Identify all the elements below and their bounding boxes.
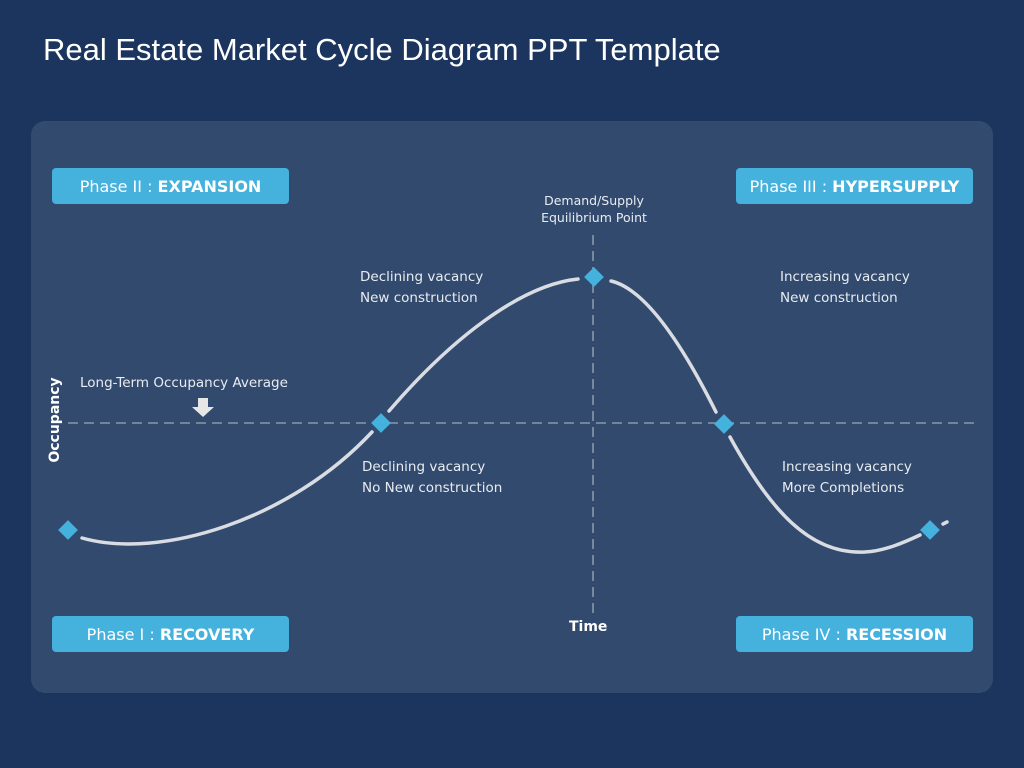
diamond-marker-equilibrium — [584, 267, 604, 287]
phase-hypersupply-badge: Phase III : HYPERSUPPLY — [736, 168, 973, 204]
hypersupply-upper-label: Increasing vacancy New construction — [780, 269, 910, 306]
diagram-panel — [31, 121, 993, 693]
diamond-marker-expansion — [371, 413, 391, 433]
expansion-lower-label: Declining vacancy No New construction — [362, 459, 503, 496]
phase-recovery-badge: Phase I : RECOVERY — [52, 616, 289, 652]
long-term-average-label: Long-Term Occupancy Average — [80, 375, 288, 391]
expansion-upper-label: Declining vacancy New construction — [360, 269, 484, 306]
cycle-curve-expansion — [387, 277, 580, 413]
diamond-marker-start — [58, 520, 78, 540]
slide-title: Real Estate Market Cycle Diagram PPT Tem… — [43, 32, 721, 67]
down-arrow-icon — [192, 398, 214, 417]
equilibrium-label: Demand/Supply Equilibrium Point — [541, 193, 647, 225]
diamond-marker-hypersupply — [714, 414, 734, 434]
diamond-marker-end — [920, 520, 940, 540]
cycle-curve-recession — [728, 435, 922, 554]
phase-recession-badge: Phase IV : RECESSION — [736, 616, 973, 652]
cycle-curve-hypersupply — [609, 279, 718, 414]
cycle-curve-recovery — [80, 430, 374, 546]
y-axis-label: Occupancy — [47, 377, 63, 463]
recession-lower-label: Increasing vacancy More Completions — [782, 459, 912, 496]
x-axis-label: Time — [569, 619, 608, 635]
phase-expansion-badge: Phase II : EXPANSION — [52, 168, 289, 204]
